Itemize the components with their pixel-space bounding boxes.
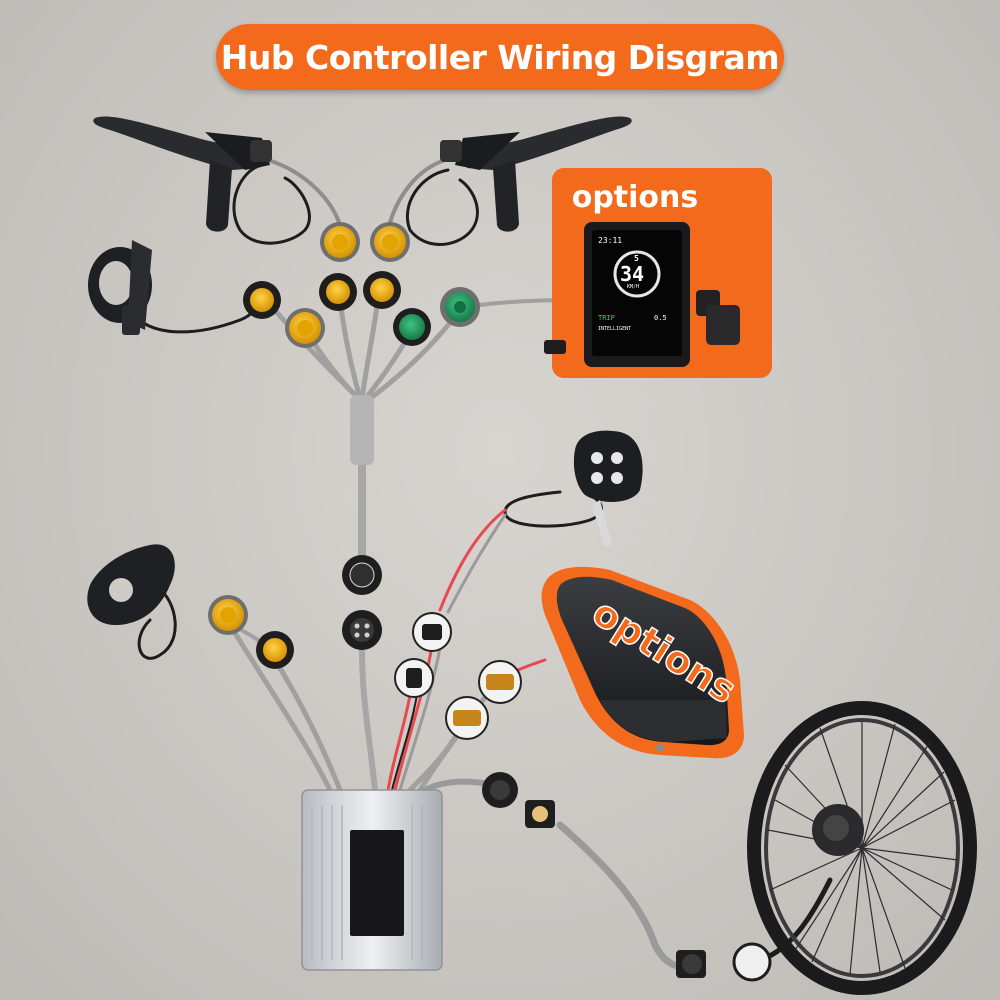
- display-trip-label: TRIP: [598, 314, 615, 322]
- pas-sensor-icon: [87, 544, 294, 669]
- connector-xt60-battery: [478, 660, 522, 704]
- connector-yellow-3: [285, 308, 325, 348]
- display-speed-unit: KM/H: [627, 284, 640, 290]
- battery-pack-icon: [541, 566, 744, 759]
- right-brake-cable: [405, 168, 479, 246]
- connector-black-yellow-2: [363, 271, 401, 309]
- connector-light-male: [412, 612, 452, 652]
- connector-group-power: [342, 555, 522, 740]
- connector-group-top: [243, 222, 480, 465]
- connector-black-main-male: [342, 555, 382, 595]
- display-assist-level: 5: [634, 254, 639, 263]
- connector-light-female: [394, 658, 434, 698]
- left-brake-lead: [266, 158, 342, 227]
- connector-black-yellow-1: [319, 273, 357, 311]
- display-mode: INTELLIGENT: [598, 326, 632, 332]
- connector-yellow-right-brake: [370, 222, 410, 262]
- hub-motor-wheel-icon: [676, 701, 977, 995]
- title-banner: Hub Controller Wiring Disgram: [216, 24, 784, 90]
- connector-xt60-controller: [445, 696, 489, 740]
- motor-connector-wheel-side: [676, 942, 772, 982]
- display-options-badge: options: [560, 172, 710, 222]
- right-brake-lead: [386, 158, 447, 232]
- connector-black-main-female: [342, 610, 382, 650]
- throttle-cable: [128, 296, 260, 334]
- thumb-throttle-icon: [88, 240, 152, 335]
- connector-throttle: [243, 281, 281, 319]
- harness-splitter: [350, 395, 374, 465]
- display-options-label: options: [571, 179, 699, 215]
- display-time: 23:11: [598, 236, 623, 245]
- display-speed: 34: [620, 262, 645, 286]
- connector-black-pas: [256, 631, 294, 669]
- display-trip-value: 0.5: [654, 314, 667, 322]
- headlight-icon: [573, 430, 643, 546]
- connector-yellow-pas: [208, 595, 248, 635]
- connector-green-display: [440, 287, 480, 327]
- connector-yellow-left-brake: [320, 222, 360, 262]
- left-brake-lever-icon: [93, 116, 272, 232]
- page-title: Hub Controller Wiring Disgram: [220, 37, 780, 77]
- motor-connector-controller-side: [482, 772, 555, 828]
- right-brake-lever-icon: [440, 116, 632, 232]
- left-brake-cable: [232, 163, 311, 245]
- connector-green-1: [393, 308, 431, 346]
- controller-box-icon: [301, 772, 555, 971]
